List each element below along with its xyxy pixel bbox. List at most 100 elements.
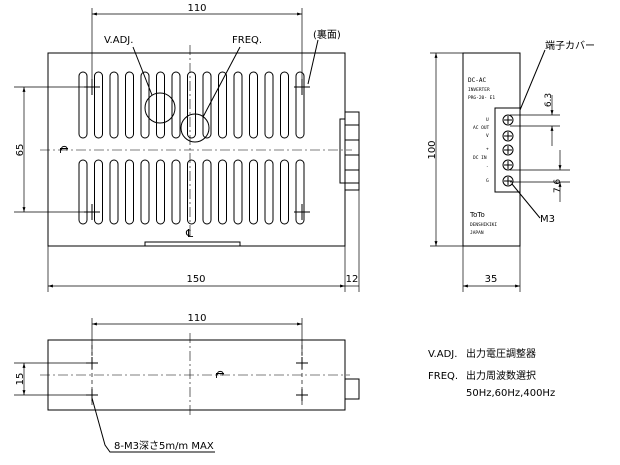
terminal-screws xyxy=(502,114,514,187)
vent-slot xyxy=(218,71,227,139)
legend-freq-key: FREQ. xyxy=(428,371,458,382)
dim-7-6-text: 7.6 xyxy=(553,179,563,194)
vent-slot xyxy=(156,71,165,139)
vadj-label: V.ADJ. xyxy=(104,35,133,46)
terminal-cover-label: 端子カバー xyxy=(545,39,595,52)
side-view: DC-AC INVERTER PRG-20- E1 U AC OUT V + D… xyxy=(427,39,595,292)
vent-slot xyxy=(187,159,196,225)
vent-slot xyxy=(280,71,289,139)
dim-65-text: 65 xyxy=(15,144,26,157)
dim-6-3-text: 6.3 xyxy=(544,93,554,107)
terminal-label: DC IN xyxy=(473,155,487,161)
hole-note-text: 8-M3深さ5m/m MAX xyxy=(114,440,214,452)
vent-slot xyxy=(125,71,134,139)
legend: V.ADJ. 出力電圧調整器 FREQ. 出力周波数選択 50Hz,60Hz,4… xyxy=(428,347,555,399)
vent-slot xyxy=(171,71,181,139)
legend-vadj-desc: 出力電圧調整器 xyxy=(466,347,536,360)
terminal-label: V xyxy=(486,133,489,139)
terminal-label: U xyxy=(486,117,489,123)
dim-100-text: 100 xyxy=(427,140,438,159)
bottom-terminal-stub xyxy=(344,378,360,400)
vent-slot xyxy=(94,71,103,139)
front-mount-hole xyxy=(294,79,310,95)
m3-leader xyxy=(511,183,541,219)
bottom-mount-hole xyxy=(296,389,308,401)
dim-110-text: 110 xyxy=(187,3,206,14)
vent-slot xyxy=(249,159,258,225)
vent-slot xyxy=(125,159,134,225)
side-terminal-block xyxy=(494,107,521,193)
vent-slot xyxy=(140,71,150,139)
terminal-screw xyxy=(502,114,514,126)
vent-slot xyxy=(202,159,212,225)
brand-line: DENSHIKIKI xyxy=(470,222,497,228)
vent-slot xyxy=(280,159,289,225)
bottom-view: ℄ 110 15 8-M3深さ5m/m MAX xyxy=(14,313,360,453)
terminal-label: AC OUT xyxy=(473,125,490,131)
bottom-mount-hole xyxy=(296,357,308,369)
vent-slot xyxy=(94,159,103,225)
front-mount-hole xyxy=(84,79,100,95)
legend-freq-desc: 出力周波数選択 xyxy=(466,369,536,382)
vent-slot xyxy=(78,71,88,139)
freq-leader xyxy=(202,46,241,118)
terminal-label: G xyxy=(486,178,489,184)
terminal-label: - xyxy=(486,165,489,170)
vent-slot xyxy=(264,71,274,139)
vadj-knob-circle xyxy=(144,92,176,124)
brand-line: JAPAN xyxy=(470,230,484,236)
legend-vadj-key: V.ADJ. xyxy=(428,349,457,360)
terminal-screw xyxy=(502,159,514,171)
m3-label: M3 xyxy=(540,214,555,225)
panel-line: PRG-20- E1 xyxy=(468,95,495,101)
vent-slot xyxy=(295,71,305,139)
vent-slot xyxy=(78,159,88,225)
terminal-screw xyxy=(502,175,514,187)
vent-slot xyxy=(187,71,196,139)
vent-slot xyxy=(109,71,119,139)
front-terminal-block xyxy=(339,111,360,191)
back-face-label: (裏面) xyxy=(313,28,341,41)
vent-slot xyxy=(233,159,243,225)
front-view: V.ADJ. FREQ. (裏面) ℄ ℄ 110 65 150 12 xyxy=(14,3,360,292)
back-leader xyxy=(307,39,319,85)
terminal-screw xyxy=(502,130,514,142)
terminal-cover-leader xyxy=(519,49,546,111)
vent-slot xyxy=(140,159,150,225)
terminal-label: + xyxy=(486,147,489,152)
vent-slots-upper xyxy=(78,71,305,139)
front-cl-mark-bottom: ℄ xyxy=(185,227,193,240)
dim-15-text: 15 xyxy=(15,373,26,386)
vent-slot xyxy=(109,159,119,225)
freq-selector-circle xyxy=(180,113,210,143)
dim-35-text: 35 xyxy=(485,274,498,285)
panel-line: DC-AC xyxy=(468,77,486,84)
dim-12-text: 12 xyxy=(346,274,359,285)
panel-line: INVERTER xyxy=(468,87,490,93)
vent-slot xyxy=(295,159,305,225)
front-mount-hole xyxy=(84,204,100,220)
bottom-mount-hole xyxy=(86,357,98,369)
vent-slots-lower xyxy=(78,159,305,225)
legend-freq-values: 50Hz,60Hz,400Hz xyxy=(466,388,555,399)
vadj-leader xyxy=(132,46,153,96)
freq-label: FREQ. xyxy=(232,35,262,46)
vent-slot xyxy=(156,159,165,225)
terminal-screw xyxy=(502,144,514,156)
bottom-dim-110-text: 110 xyxy=(187,313,206,324)
vent-slot xyxy=(233,71,243,139)
front-body-outline xyxy=(47,52,346,247)
bottom-cl-mark: ℄ xyxy=(213,370,226,378)
dim-150-text: 150 xyxy=(186,274,205,285)
vent-slot xyxy=(264,159,274,225)
vent-slot xyxy=(171,159,181,225)
front-bottom-slot xyxy=(144,241,241,247)
hole-note-leader xyxy=(91,397,215,453)
brand-line: ToTo xyxy=(469,211,485,219)
vent-slot xyxy=(202,71,212,139)
front-mount-hole xyxy=(294,204,310,220)
front-cl-mark-left: ℄ xyxy=(57,145,70,153)
vent-slot xyxy=(218,159,227,225)
vent-slot xyxy=(249,71,258,139)
